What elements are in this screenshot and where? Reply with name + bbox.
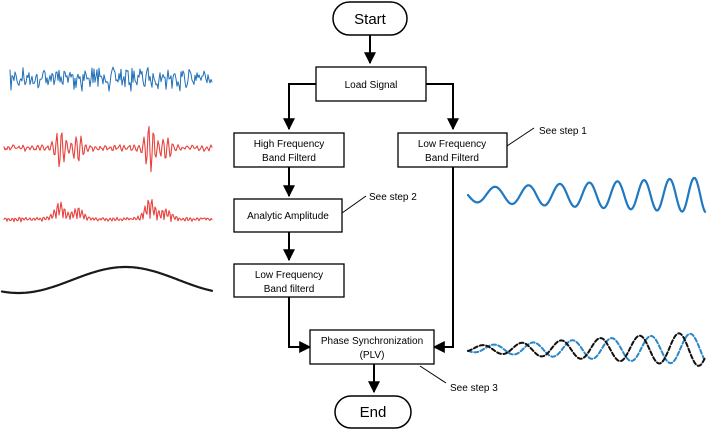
arrow-lowpass-to-plv	[288, 297, 312, 353]
node-high-frequency-filter: High Frequency Band Filterd	[233, 132, 345, 168]
phase-sync-waveform-b	[467, 332, 706, 367]
high-frequency-filter-line2: Band Filterd	[262, 153, 316, 164]
phase-synchronization-box	[309, 329, 435, 365]
leader-step1	[506, 127, 535, 147]
node-start: Start	[332, 1, 408, 36]
raw-eeg-waveform	[9, 66, 213, 92]
node-end: End	[334, 395, 412, 429]
high-frequency-waveform	[3, 126, 213, 173]
arrow-load-to-low-freq	[426, 83, 459, 131]
node-load-signal: Load Signal	[315, 66, 427, 102]
load-signal-label: Load Signal	[345, 80, 398, 91]
load-signal-box	[315, 66, 427, 102]
phase-synchronization-line2: (PLV)	[360, 350, 385, 361]
analytic-amplitude-label: Analytic Amplitude	[247, 211, 329, 222]
start-label: Start	[354, 11, 387, 28]
end-label: End	[360, 404, 387, 421]
arrow-low-freq-to-plv	[432, 167, 454, 353]
low-frequency-filter-right-line2: Band Filterd	[425, 153, 479, 164]
note-step1: See step 1	[539, 126, 587, 137]
note-step3: See step 3	[450, 383, 498, 394]
arrow-load-to-high-freq	[283, 83, 316, 131]
node-low-frequency-filter-left: Low Frequency Band filterd	[233, 263, 345, 298]
low-frequency-filter-right-box	[397, 132, 508, 168]
note-leaders	[341, 127, 535, 384]
low-frequency-filter-left-line1: Low Frequency	[255, 270, 323, 281]
high-frequency-filter-line1: High Frequency	[254, 139, 325, 150]
low-frequency-filter-left-line2: Band filterd	[264, 284, 315, 295]
analytic-amplitude-waveform	[3, 199, 213, 223]
start-terminal	[332, 1, 408, 36]
amplitude-low-frequency-waveform	[0, 265, 214, 295]
node-analytic-amplitude: Analytic Amplitude	[233, 198, 343, 233]
waveforms	[0, 66, 707, 367]
high-frequency-filter-box	[233, 132, 345, 168]
phase-synchronization-line1: Phase Synchronization	[321, 336, 423, 347]
leader-step2	[341, 195, 367, 214]
node-phase-synchronization: Phase Synchronization (PLV)	[309, 329, 435, 365]
end-terminal	[334, 395, 412, 429]
connectors	[283, 35, 459, 394]
low-frequency-waveform	[466, 176, 707, 213]
note-step2: See step 2	[369, 192, 417, 203]
node-low-frequency-filter-right: Low Frequency Band Filterd	[397, 132, 508, 168]
analytic-amplitude-box	[233, 198, 343, 233]
low-frequency-filter-right-line1: Low Frequency	[418, 139, 486, 150]
leader-step3	[419, 365, 447, 384]
low-frequency-filter-left-box	[233, 263, 345, 298]
